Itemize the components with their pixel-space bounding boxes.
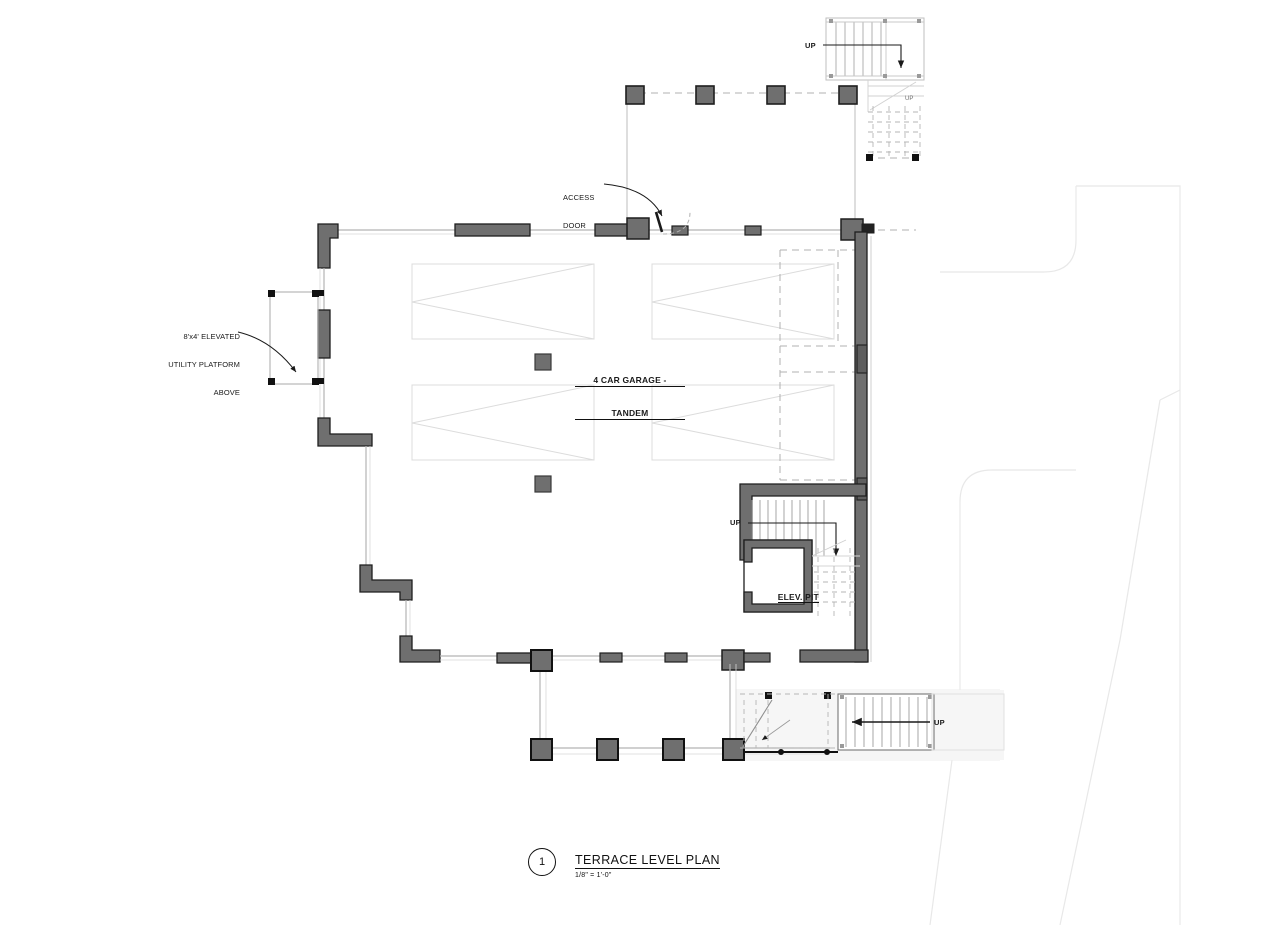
- node-marker: [778, 749, 784, 755]
- platform-outline: [269, 291, 319, 385]
- courtyard-outline: [626, 96, 856, 228]
- core-wall-top: [739, 483, 867, 561]
- utility-platform-alcove: [237, 290, 319, 385]
- utility-platform-line1: 8'x4' ELEVATED: [183, 331, 240, 341]
- column: [530, 738, 553, 761]
- utility-platform-leader: [237, 331, 297, 373]
- column: [662, 738, 685, 761]
- detail-number: 1: [538, 856, 546, 868]
- car-bay-2: [651, 263, 835, 340]
- ramp-line: [741, 699, 773, 749]
- stair-bottom-right: [837, 693, 1005, 751]
- corner-marker: [824, 692, 831, 699]
- elevator-stair-core: [739, 483, 867, 620]
- west-wall-group: [317, 268, 441, 663]
- stair-up-label-core: UP: [730, 518, 741, 527]
- elev-pit-label-wrap: ELEV. PIT: [760, 566, 819, 626]
- wall-east-main: [854, 231, 868, 663]
- elev-pit-label: ELEV. PIT: [777, 592, 819, 603]
- stair-up-label-bottom-right: UP: [934, 718, 945, 727]
- car-bay-1: [411, 263, 595, 340]
- column: [534, 475, 552, 493]
- column: [766, 85, 786, 105]
- detail-number-bubble: 1: [528, 848, 556, 876]
- north-wall-group: [317, 211, 875, 269]
- wall-pilaster: [856, 344, 868, 374]
- courtyard-columns: [625, 85, 858, 105]
- wall-segment-west: [317, 309, 331, 359]
- platform-corner-markers: [268, 290, 319, 385]
- wall-segment-nw-corner: [317, 223, 339, 269]
- south-wall-group: [440, 649, 869, 671]
- access-door-leader: [603, 183, 663, 217]
- door-swing-arc: [662, 211, 691, 235]
- column: [695, 85, 715, 105]
- stair-outline: [825, 17, 925, 81]
- car-bay-3: [411, 384, 595, 461]
- title-text-block: TERRACE LEVEL PLAN 1/8" = 1'-0": [575, 851, 720, 879]
- access-door-line2: DOOR: [563, 220, 586, 230]
- wall-segment: [743, 652, 771, 663]
- stair-up-label-top-right: UP: [805, 41, 816, 50]
- title-block: 1 TERRACE LEVEL PLAN 1/8" = 1'-0": [528, 848, 720, 879]
- utility-platform-line2: UTILITY PLATFORM: [168, 359, 240, 369]
- south-wing: [530, 649, 838, 761]
- overhead-dashed-lines: [627, 92, 916, 481]
- garage-label-line1: 4 CAR GARAGE -: [575, 375, 685, 387]
- corner-marker: [765, 692, 772, 699]
- car-bay-group: [411, 263, 835, 461]
- corner-marker: [866, 154, 873, 161]
- wall-segment: [664, 652, 688, 663]
- garage-interior-columns: [534, 353, 552, 493]
- wall-step-3: [399, 635, 441, 663]
- column: [530, 649, 553, 672]
- site-driveway-lines: [929, 185, 1181, 925]
- wall-step-1: [317, 417, 373, 447]
- node-marker: [824, 749, 830, 755]
- column: [596, 738, 619, 761]
- column: [838, 85, 858, 105]
- wall-segment: [744, 225, 762, 236]
- utility-platform-line3: ABOVE: [213, 388, 240, 397]
- utility-platform-annotation: 8'x4' ELEVATED UTILITY PLATFORM ABOVE: [120, 313, 240, 416]
- plan-scale: 1/8" = 1'-0": [575, 872, 612, 879]
- east-wall-group: [854, 231, 872, 663]
- wall-segment: [454, 223, 531, 237]
- wall-segment-se: [799, 649, 869, 663]
- stair-up-arrow: [823, 44, 905, 68]
- corner-marker: [912, 154, 919, 161]
- access-door-annotation: ACCESS DOOR: [563, 174, 594, 249]
- garage-room-label: 4 CAR GARAGE - TANDEM: [575, 354, 685, 441]
- wall-step-2: [359, 564, 413, 601]
- column: [534, 353, 552, 371]
- wall-pier: [626, 217, 650, 240]
- elev-pit-walls: [743, 539, 813, 613]
- wall-segment: [599, 652, 623, 663]
- svg-text:UP: UP: [905, 96, 913, 102]
- plan-title: TERRACE LEVEL PLAN: [575, 853, 720, 869]
- west-line-markers: [318, 290, 324, 384]
- access-door-line1: ACCESS: [563, 192, 595, 202]
- stair-top-right: UP: [823, 17, 925, 161]
- column: [722, 738, 745, 761]
- garage-label-line2: TANDEM: [575, 408, 685, 420]
- wall-pier: [721, 649, 745, 671]
- wall-tick: [861, 223, 875, 234]
- column: [625, 85, 645, 105]
